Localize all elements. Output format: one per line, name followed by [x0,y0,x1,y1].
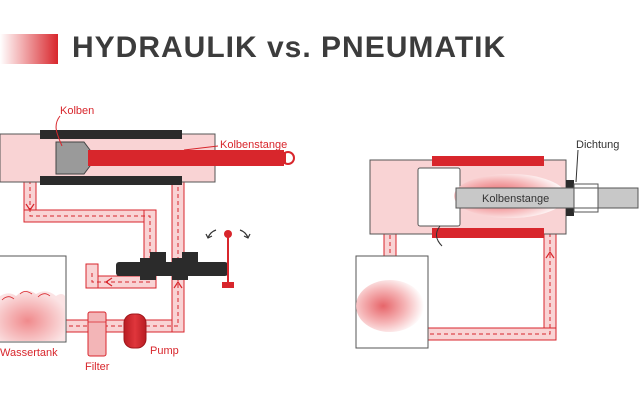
kolbenstange-rod [88,150,284,166]
kolben-piston [55,141,91,175]
flow-arrow-icon [545,250,555,259]
label-kolben: Kolben [60,105,94,117]
page-title: HYDRAULIK vs. PNEUMATIK [72,31,507,64]
label-dichtung: Dichtung [576,139,619,151]
pump-icon [123,313,147,349]
pneumatik-cylinder [369,149,639,247]
filter-icon [87,311,107,357]
kolben-piston [417,167,461,227]
flow-arrow-icon [25,203,35,212]
valve-icon [116,252,228,280]
label-pump: Pump [150,345,179,357]
hydraulik-cylinder [0,115,295,185]
dichtung-seal [566,180,574,188]
hydraulik-diagram: Kolben Kolbenstange Wassertank [0,105,295,373]
flow-arrow-icon [173,280,183,289]
pneumatik-diagram: Kolbenstange Dichtung [355,139,639,349]
rotate-arrows-icon [205,229,251,239]
lever-icon [222,230,234,288]
label-kolbenstange-hydraulik: Kolbenstange [220,139,287,151]
label-filter: Filter [85,361,110,373]
label-wassertank: Wassertank [0,347,58,359]
wassertank [0,255,67,343]
dichtung-seal [566,208,574,216]
air-tank [355,255,429,349]
flow-arrow-icon [104,277,113,287]
label-kolbenstange-pneumatik: Kolbenstange [482,193,549,205]
title-accent-bar [0,34,58,64]
